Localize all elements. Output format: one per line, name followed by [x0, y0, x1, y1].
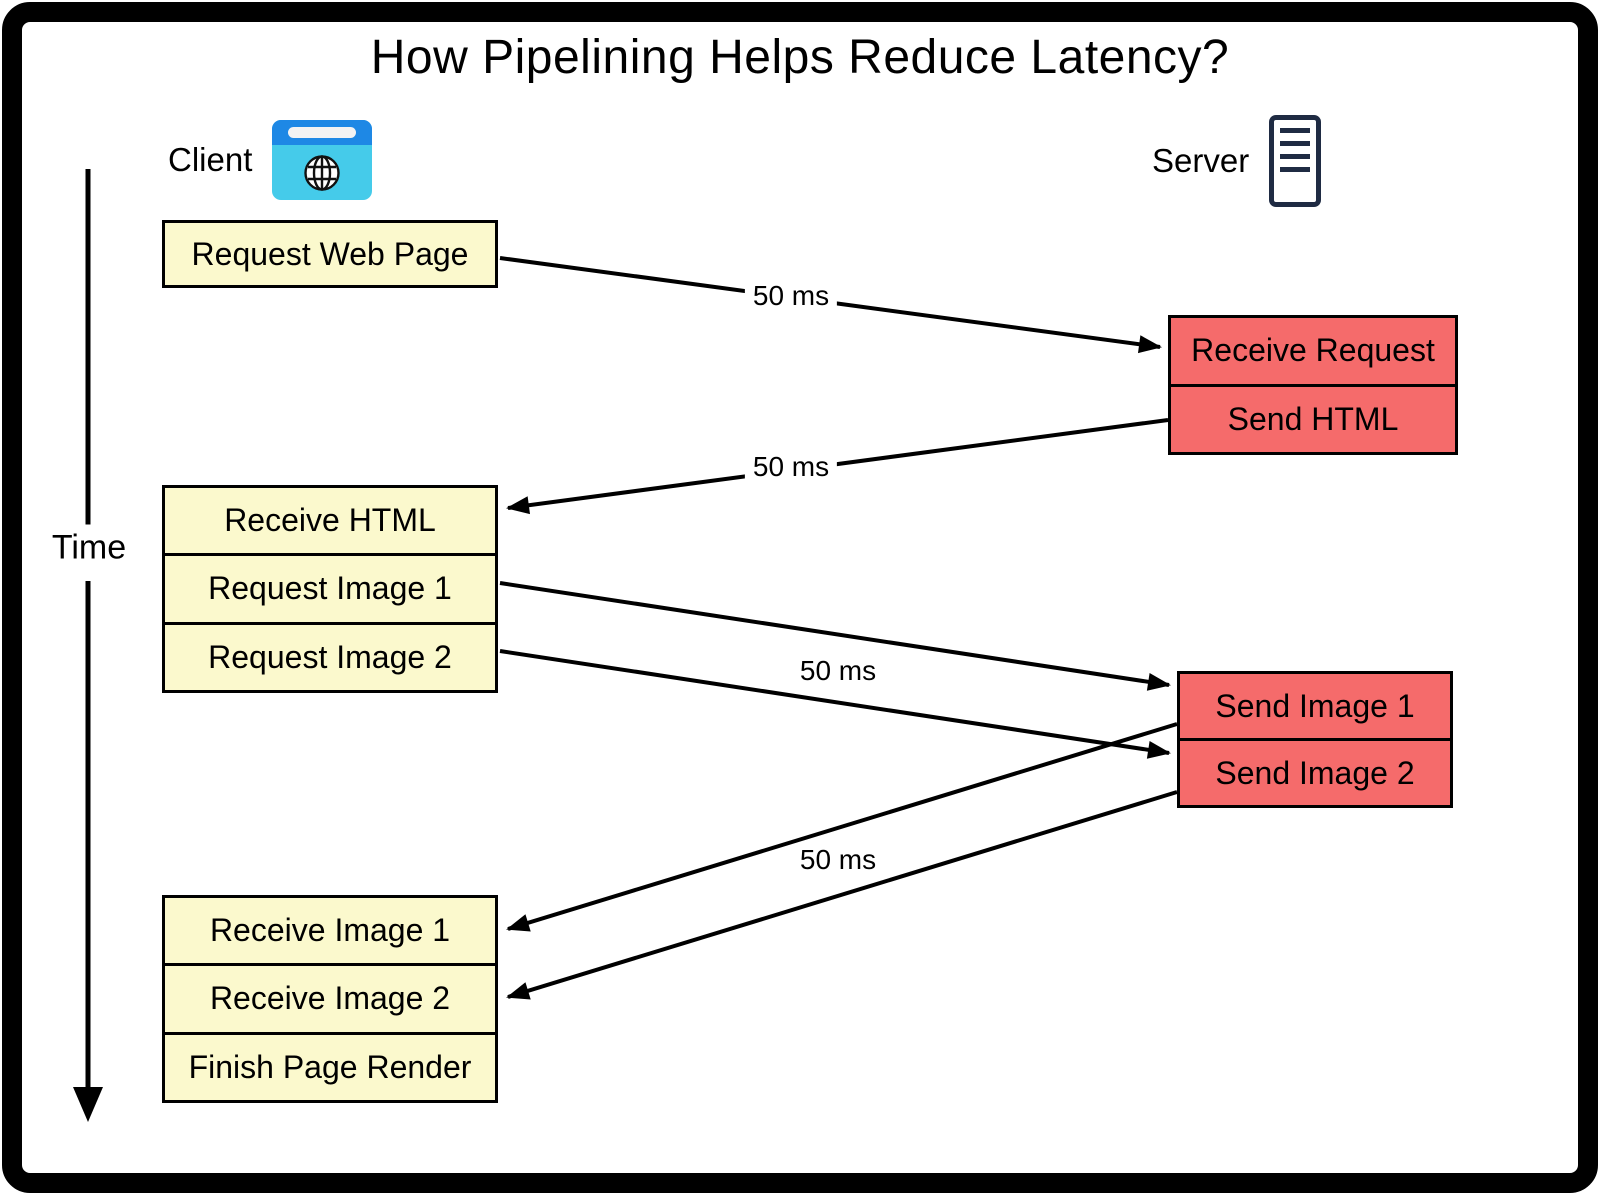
node-send-image-1: Send Image 1: [1215, 687, 1415, 724]
node-send-html: Send HTML: [1171, 383, 1455, 453]
node-request-image-1: Request Image 1: [165, 553, 495, 621]
node-receive-image-2: Receive Image 2: [165, 963, 495, 1031]
node-request-image-2: Request Image 2: [165, 621, 495, 690]
browser-icon: [272, 120, 373, 200]
latency-label-3: 50 ms: [799, 655, 877, 686]
latency-label-2: 50 ms: [744, 451, 838, 483]
node-client-middle-stack: Receive HTML Request Image 1 Request Ima…: [162, 485, 498, 693]
node-send-image-2: Send Image 2: [1180, 738, 1450, 805]
time-axis-label: Time: [49, 524, 129, 572]
arrow-request-image-1: [499, 581, 1171, 691]
page-title: How Pipelining Helps Reduce Latency?: [370, 31, 1230, 84]
server-icon: [1269, 115, 1322, 207]
server-icon-slot: [1280, 128, 1311, 133]
time-axis: [73, 169, 103, 1122]
node-request-web-page: Request Web Page: [162, 220, 498, 288]
node-label: Request Web Page: [191, 235, 469, 272]
server-icon-slot: [1280, 167, 1311, 172]
time-axis-arrowhead: [73, 1087, 103, 1122]
node-server-top-stack: Receive Request Send HTML: [1168, 315, 1458, 455]
server-label: Server: [1152, 142, 1250, 179]
node-receive-request: Receive Request: [1191, 332, 1435, 369]
node-receive-html: Receive HTML: [224, 502, 436, 539]
browser-titlebar: [272, 120, 373, 145]
node-client-bottom-stack: Receive Image 1 Receive Image 2 Finish P…: [162, 895, 498, 1103]
client-actor: Client: [168, 120, 373, 200]
globe-icon: [300, 145, 344, 200]
arrow-send-image-2: [506, 790, 1178, 1000]
node-server-bottom-stack: Send Image 1 Send Image 2: [1177, 671, 1453, 808]
browser-addressbar: [288, 127, 357, 138]
server-actor: Server: [1152, 115, 1322, 207]
server-icon-slot: [1280, 154, 1311, 159]
latency-label-1: 50 ms: [744, 280, 838, 312]
client-label: Client: [168, 141, 253, 178]
arrow-send-image-1: [506, 722, 1178, 932]
latency-label-4: 50 ms: [799, 844, 877, 875]
server-icon-slot: [1280, 141, 1311, 146]
arrow-send-html: [506, 418, 1169, 515]
arrow-request-image-2: [499, 649, 1171, 759]
node-receive-image-1: Receive Image 1: [209, 912, 451, 949]
node-finish-page-render: Finish Page Render: [165, 1031, 495, 1100]
